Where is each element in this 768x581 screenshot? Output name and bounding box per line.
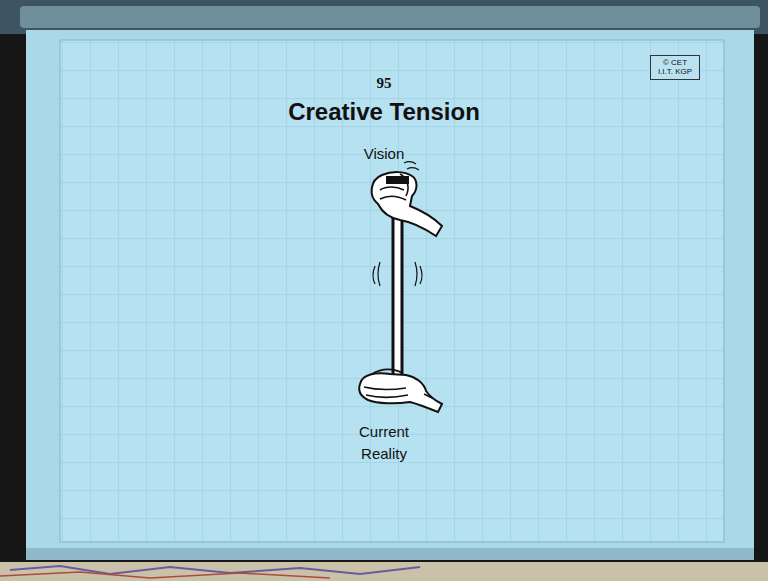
slide-number: 95 [344,73,424,95]
title-holder: Creative Tension [184,98,584,126]
label-holder: Current Reality [348,421,420,465]
label-holder: 95 [344,73,424,95]
pole-label: Vision [334,143,434,165]
copyright-badge: © CET I.I.T. KGP [650,55,700,80]
badge-text: © CET I.I.T. KGP [656,58,694,76]
pole-label: Current Reality [348,421,420,465]
label-holder: Vision [334,143,434,165]
slide-title: Creative Tension [184,98,584,126]
